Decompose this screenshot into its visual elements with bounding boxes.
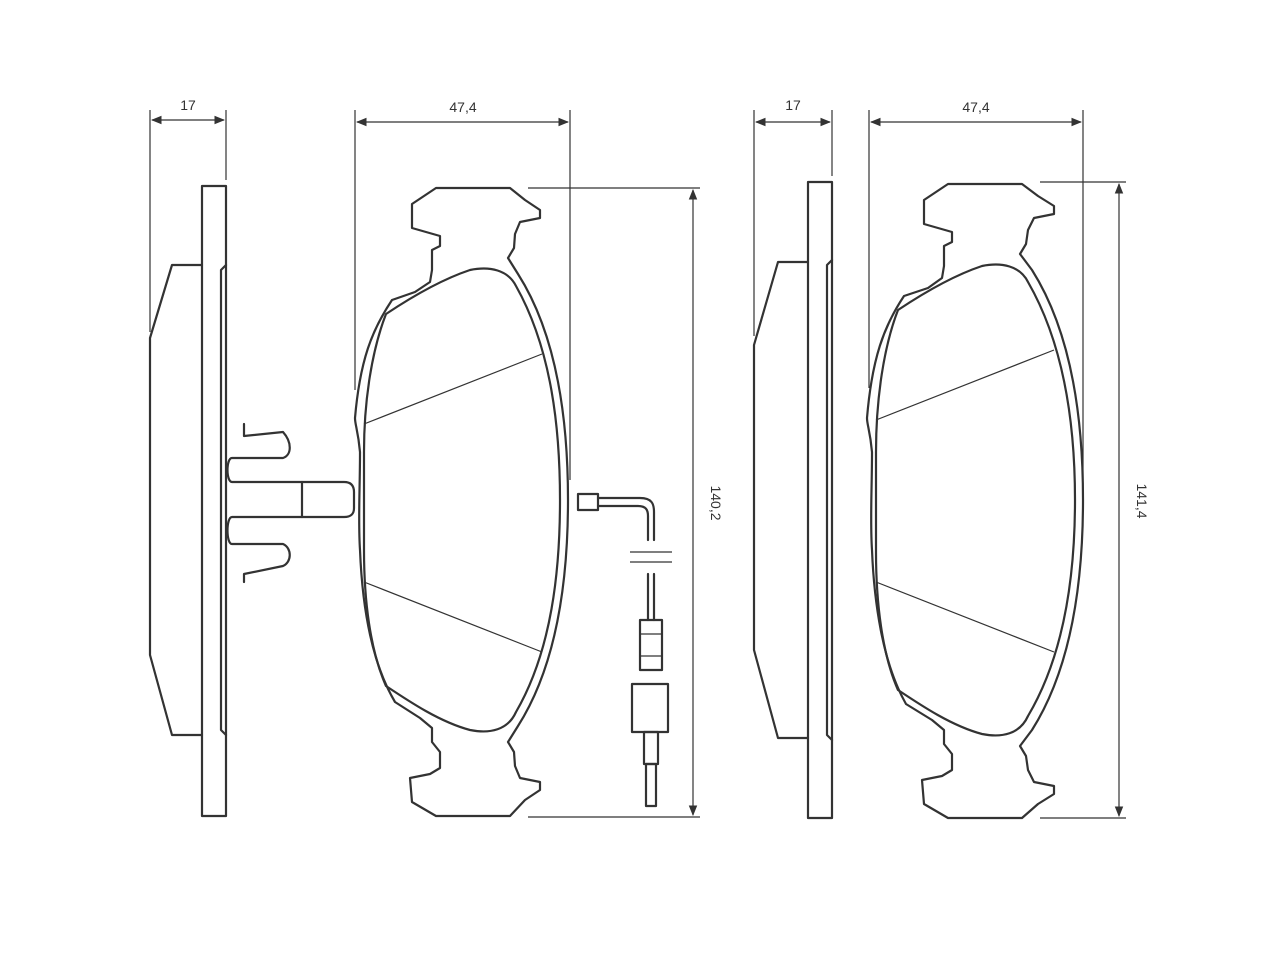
wear-sensor xyxy=(576,492,672,808)
dimension-left-width: 47,4 xyxy=(354,99,571,480)
right-pad-friction-lining xyxy=(752,260,810,740)
left-pad-clip-upper xyxy=(226,422,304,484)
dimension-right-thickness: 17 xyxy=(753,97,833,336)
wear-sensor-cable-lower xyxy=(646,572,656,622)
dim-right-thickness-label: 17 xyxy=(785,97,801,113)
left-pad-front-view xyxy=(353,186,672,818)
left-pad-backing-plate xyxy=(200,184,228,818)
left-pad-guide-pin xyxy=(300,480,356,519)
left-pad-plate-step xyxy=(219,263,228,737)
wear-sensor-contact xyxy=(576,492,600,512)
dim-right-width-label: 47,4 xyxy=(962,99,989,115)
dim-left-thickness-label: 17 xyxy=(180,97,196,113)
left-pad-backing-plate-outline xyxy=(353,186,570,818)
right-pad-front-view xyxy=(865,182,1085,820)
left-pad-chamfer-lower xyxy=(363,581,543,653)
wear-sensor-cable-inner xyxy=(596,504,650,542)
right-pad-plate-step xyxy=(825,258,834,742)
dimension-right-width: 47,4 xyxy=(868,99,1084,480)
left-pad-friction-lining xyxy=(148,263,204,737)
left-pad-friction-material xyxy=(362,267,562,733)
right-pad-friction-material xyxy=(874,263,1077,737)
right-pad-chamfer-upper xyxy=(875,349,1055,421)
wear-sensor-connector-body xyxy=(638,618,664,672)
dim-right-height-label: 141,4 xyxy=(1134,483,1150,518)
left-pad-clip-lower xyxy=(226,515,304,584)
dimension-left-height: 140,2 xyxy=(528,187,724,818)
wear-sensor-plug-tip xyxy=(644,762,658,808)
wear-sensor-plug xyxy=(630,682,670,734)
right-pad-backing-plate xyxy=(806,180,834,820)
right-pad-chamfer-lower xyxy=(875,581,1055,653)
dimension-left-thickness: 17 xyxy=(149,97,227,332)
wear-sensor-plug-stem xyxy=(642,730,660,766)
dim-left-height-label: 140,2 xyxy=(708,485,724,520)
right-pad-side-view xyxy=(752,180,834,820)
left-pad-chamfer-upper xyxy=(363,353,543,425)
wear-sensor-cable-outer xyxy=(596,496,656,542)
right-pad-backing-plate-outline xyxy=(865,182,1085,820)
left-pad-side-view xyxy=(148,184,356,818)
dim-left-width-label: 47,4 xyxy=(449,99,476,115)
dimension-right-height: 141,4 xyxy=(1040,181,1150,819)
